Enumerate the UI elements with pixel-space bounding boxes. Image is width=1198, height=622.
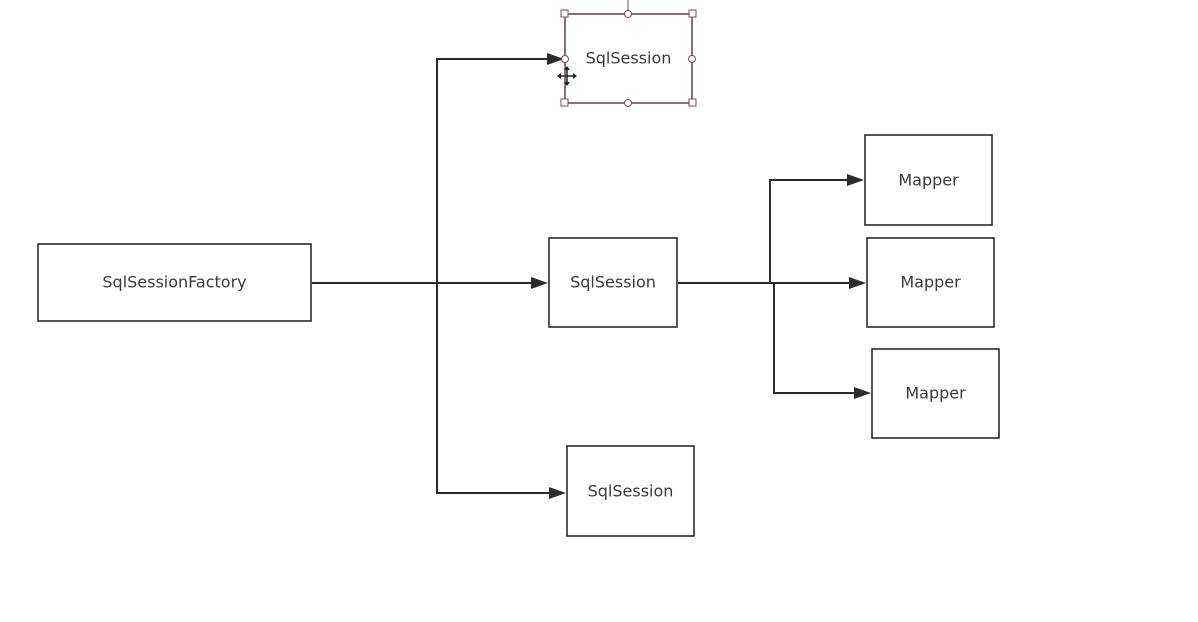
edge-session-to-mapper-bottom[interactable] [773,283,855,394]
node-label: Mapper [905,384,966,403]
arrowhead-session-top [547,53,564,65]
edge-factory-to-session-top[interactable] [312,58,548,284]
node-label: SqlSession [586,49,672,68]
node-mapper-bottom[interactable]: Mapper [871,348,1000,439]
resize-handle-top[interactable] [624,10,632,18]
resize-handle-top-left[interactable] [560,9,569,18]
resize-handle-left[interactable] [561,55,569,63]
node-mapper-middle[interactable]: Mapper [866,237,995,328]
node-label: SqlSession [570,273,656,292]
node-label: Mapper [900,273,961,292]
node-sqlsession-bottom[interactable]: SqlSession [566,445,695,537]
arrowhead-mapper-bottom [854,387,871,399]
resize-handle-bottom-right[interactable] [688,98,697,107]
node-sqlsession-top-selected[interactable]: SqlSession [557,0,697,107]
arrowhead-mapper-top [847,174,864,186]
move-cursor-icon [557,66,577,86]
resize-handle-top-right[interactable] [688,9,697,18]
arrowhead-mapper-middle [849,277,866,289]
resize-handle-bottom-left[interactable] [560,98,569,107]
arrowhead-session-bottom [549,487,566,499]
edge-factory-to-session-bottom[interactable] [436,283,550,494]
node-label: SqlSessionFactory [102,273,246,292]
arrowhead-session-middle [531,277,548,289]
node-label: SqlSession [588,482,674,501]
resize-handle-bottom[interactable] [624,99,632,107]
node-label: Mapper [898,171,959,190]
node-sqlsession-middle[interactable]: SqlSession [548,237,678,328]
node-mapper-top[interactable]: Mapper [864,134,993,226]
edge-session-to-mapper-top[interactable] [678,179,848,284]
node-sqlsessionfactory[interactable]: SqlSessionFactory [37,243,312,322]
resize-handle-right[interactable] [688,55,696,63]
